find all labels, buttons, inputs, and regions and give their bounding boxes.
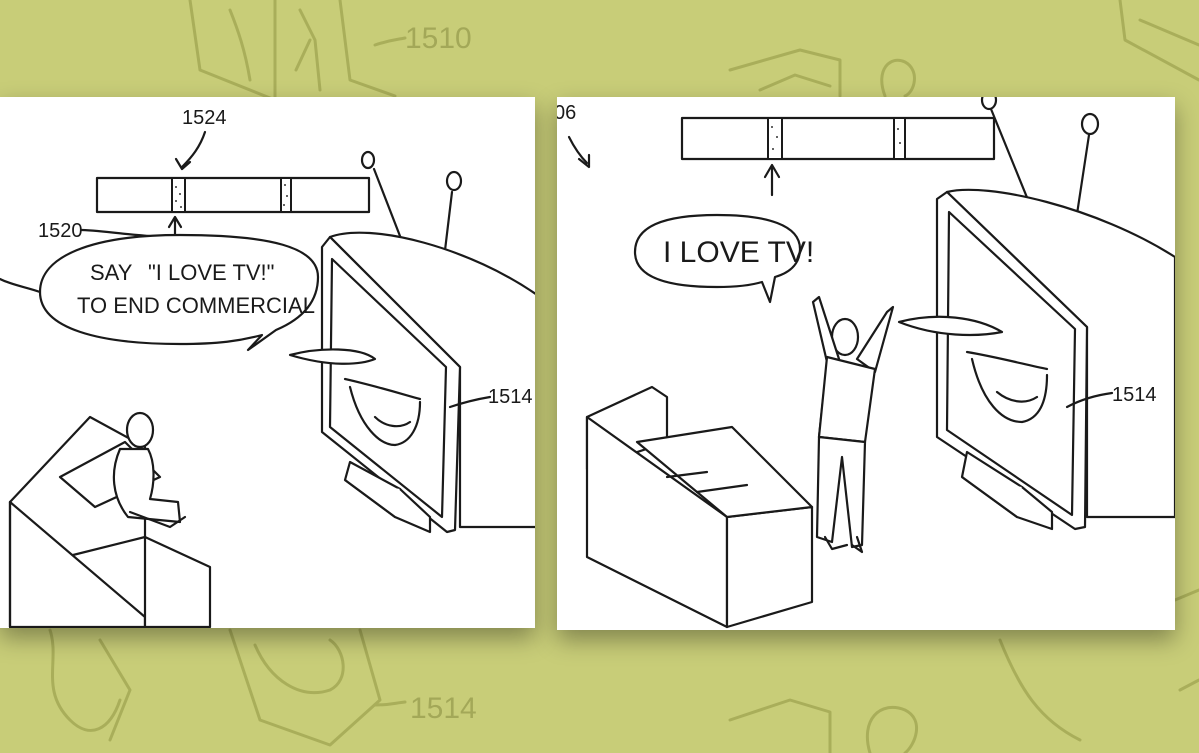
bg-label-1514: 1514 [410,692,477,725]
bg-label-1510: 1510 [405,22,472,55]
bubble-text-i-love-tv: I LOVE TV! [663,236,814,269]
commercial-timeline-bar [95,176,371,214]
cheering-person [811,295,895,554]
position-marker-arrow-right [763,163,781,197]
speech-bubble-i-love-tv [633,213,802,304]
tv-smiling-face-icon [288,348,422,447]
speech-bubble-say [0,233,320,352]
tv-set [320,231,535,534]
bubble-line-say: SAY [90,260,133,285]
couch [8,415,212,628]
ref-label-1514-left: 1514 [488,386,533,408]
ref-label-1524: 1524 [182,107,227,129]
commercial-timeline-bar-right [680,116,996,161]
bubble-line-end-commercial: TO END COMMERCIAL [77,293,315,318]
ref-label-1520: 1520 [38,220,83,242]
seated-person [112,411,187,529]
left-patent-figure: 1524 1520 SAY "I LOVE TV!" TO END COMMER… [0,97,535,628]
right-patent-figure: 06 I LOVE TV! [557,97,1175,630]
bubble-quote: "I LOVE TV!" [148,260,274,285]
couch-right [585,385,814,629]
ref-arrow-1524 [180,130,207,169]
ref-label-1514-right: 1514 [1112,384,1157,406]
ref-label-partial: 06 [557,102,576,124]
tv-smiling-face-icon-right [897,315,1049,424]
